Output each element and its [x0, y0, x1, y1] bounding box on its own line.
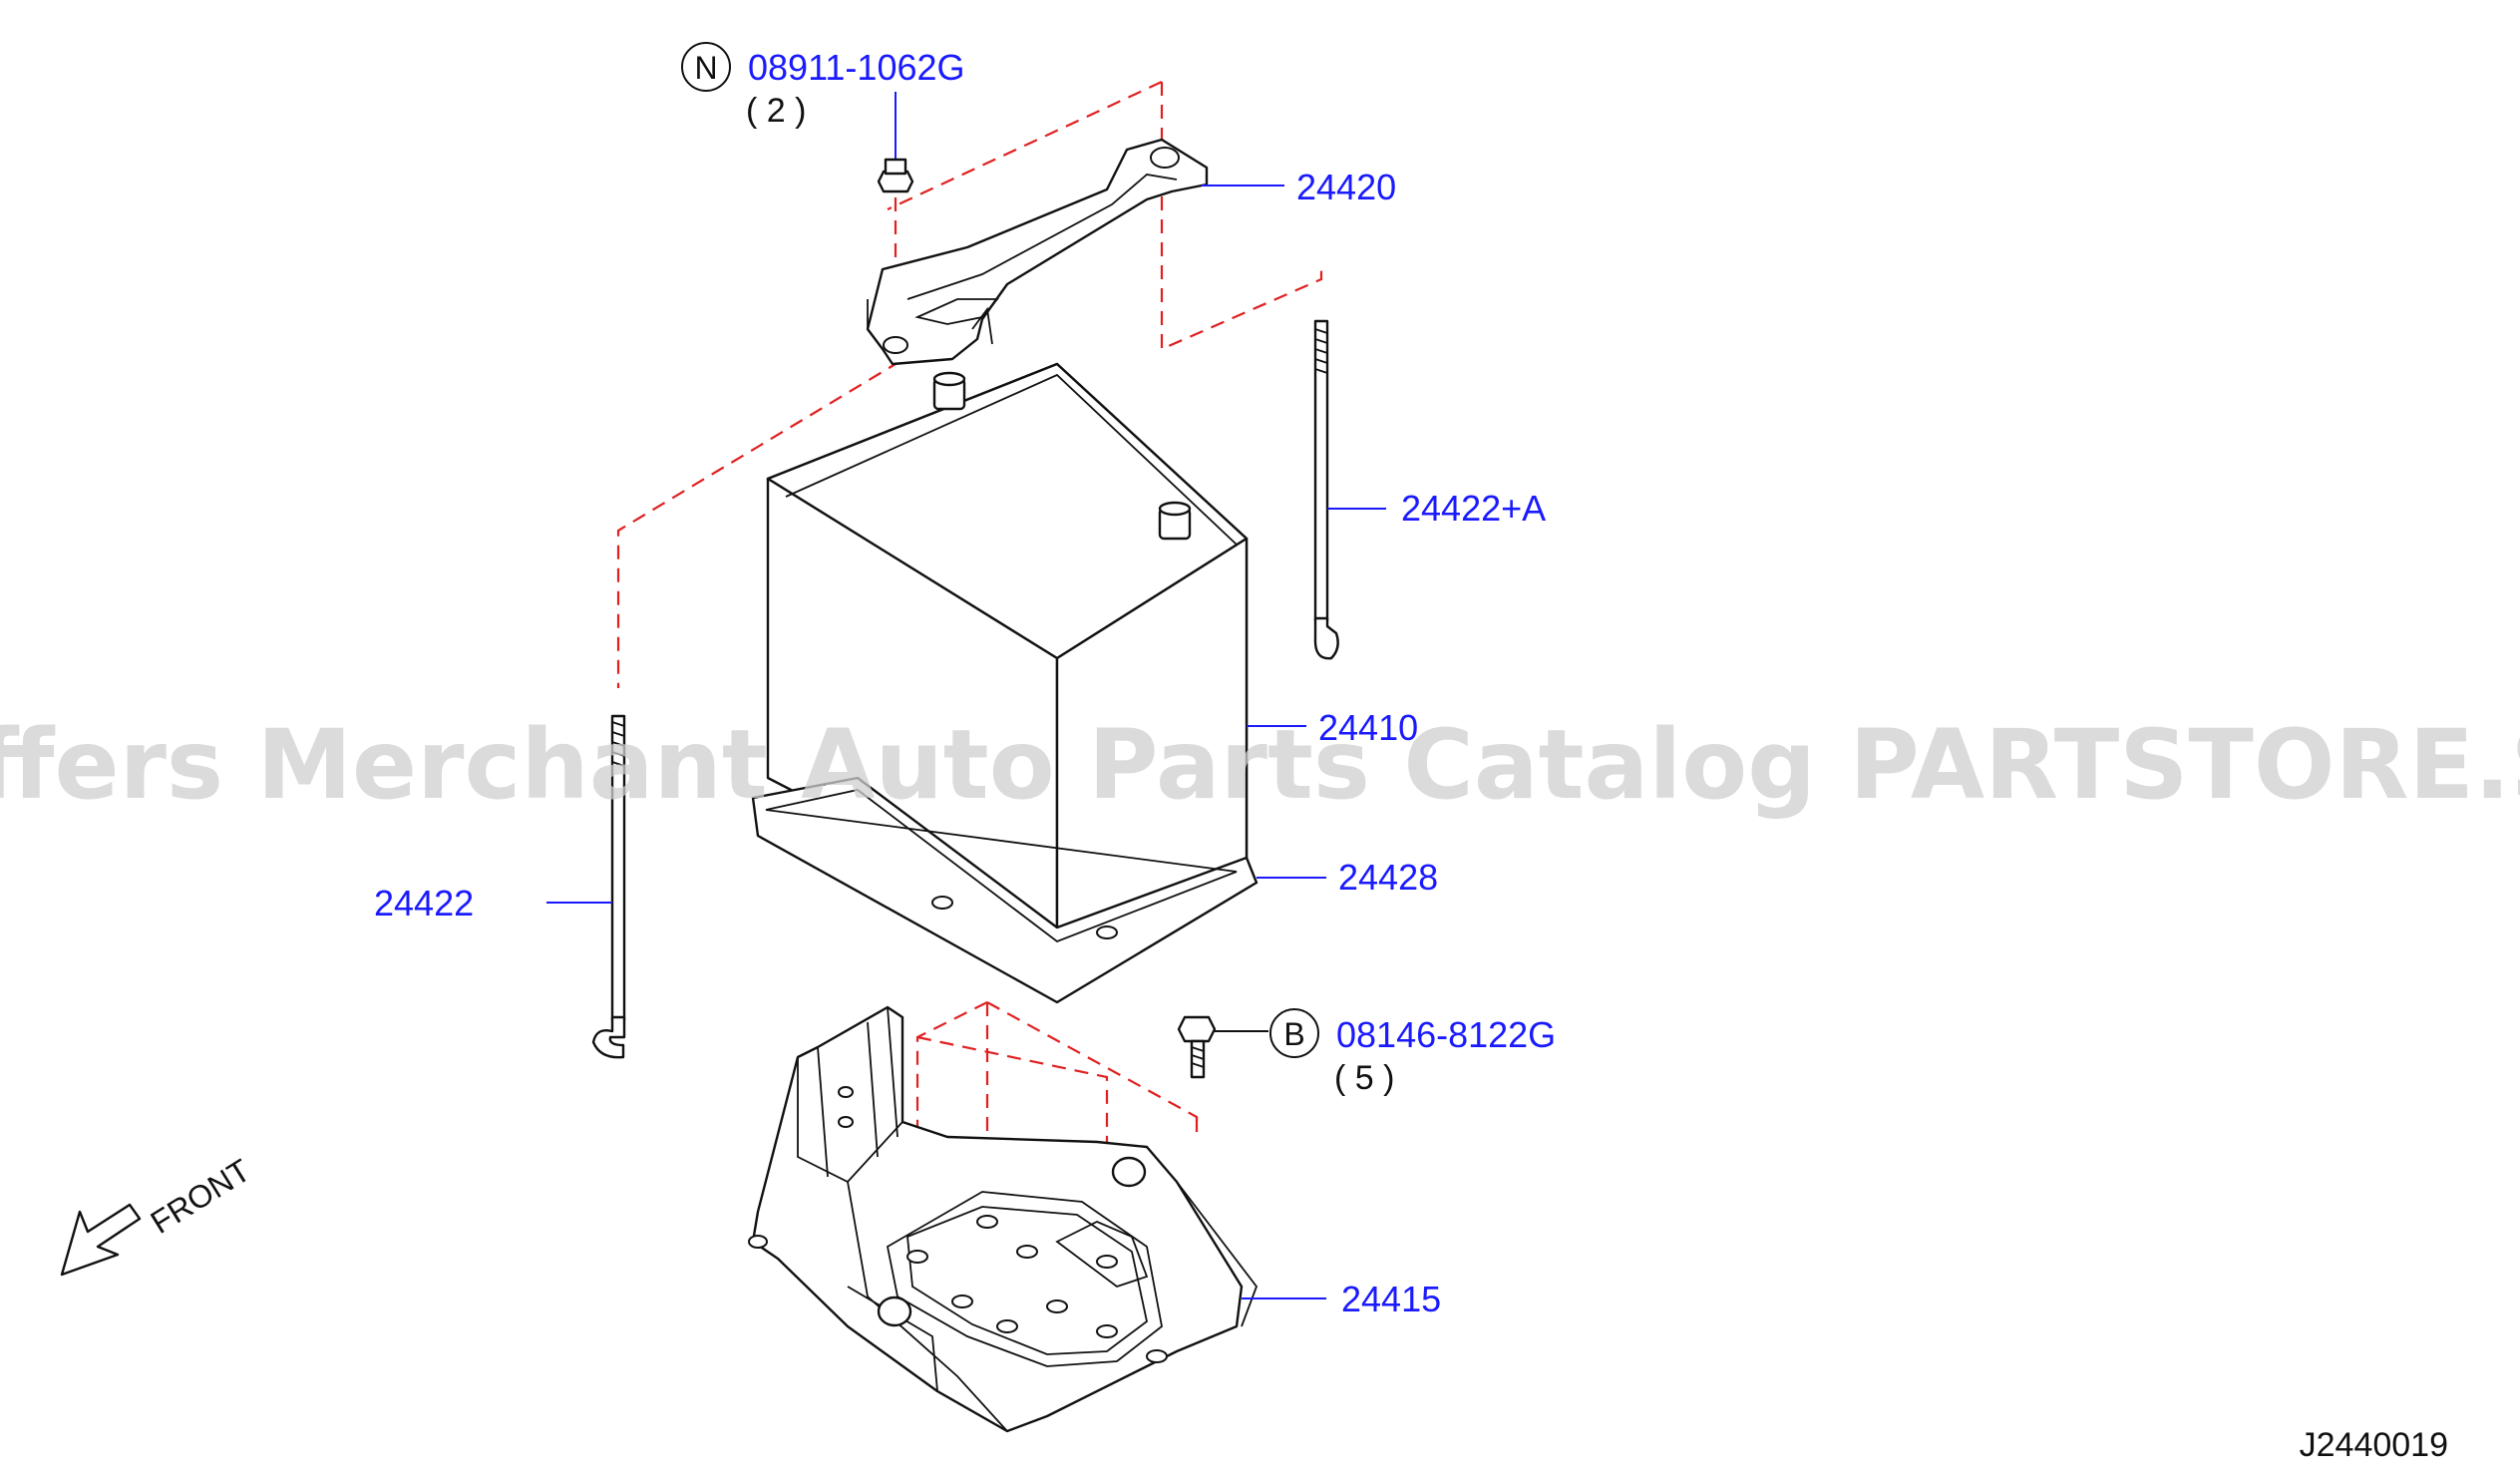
- front-direction-indicator: FRONT: [60, 1152, 257, 1277]
- part-label-rod-right[interactable]: 24422+A: [1401, 488, 1546, 529]
- mounting-bracket-part: [748, 1005, 1326, 1433]
- part-label-bracket[interactable]: 24415: [1341, 1279, 1441, 1319]
- front-label: FRONT: [145, 1152, 257, 1241]
- hold-down-frame-part: [866, 138, 1284, 366]
- left-rod-part: [546, 714, 626, 1059]
- bolt-part: [1177, 1015, 1268, 1079]
- watermark-text: Offers Merchant Auto Parts Catalog PARTS…: [0, 709, 2520, 821]
- front-arrow-icon: [60, 1203, 142, 1277]
- bolt-callout: B 08146-8122G ( 5 ): [1269, 1008, 1556, 1097]
- bolt-part-number[interactable]: 08146-8122G: [1336, 1014, 1556, 1055]
- part-label-tray[interactable]: 24428: [1338, 857, 1438, 898]
- right-rod-part: [1313, 319, 1386, 660]
- hex-nut-part: [877, 92, 914, 193]
- nut-callout: N 08911-1062G ( 2 ): [681, 42, 965, 130]
- diagram-code: J2440019: [2300, 1426, 2448, 1464]
- nut-callout-letter: N: [694, 50, 717, 86]
- bolt-quantity: ( 5 ): [1334, 1059, 1394, 1097]
- battery-tray-part: [751, 776, 1326, 1004]
- part-label-rod-left[interactable]: 24422: [374, 883, 474, 924]
- nut-part-number[interactable]: 08911-1062G: [748, 47, 965, 88]
- part-label-battery[interactable]: 24410: [1318, 707, 1418, 748]
- part-label-frame[interactable]: 24420: [1296, 167, 1396, 207]
- nut-quantity: ( 2 ): [746, 92, 806, 130]
- battery-part: [766, 362, 1306, 929]
- bolt-callout-letter: B: [1283, 1016, 1304, 1052]
